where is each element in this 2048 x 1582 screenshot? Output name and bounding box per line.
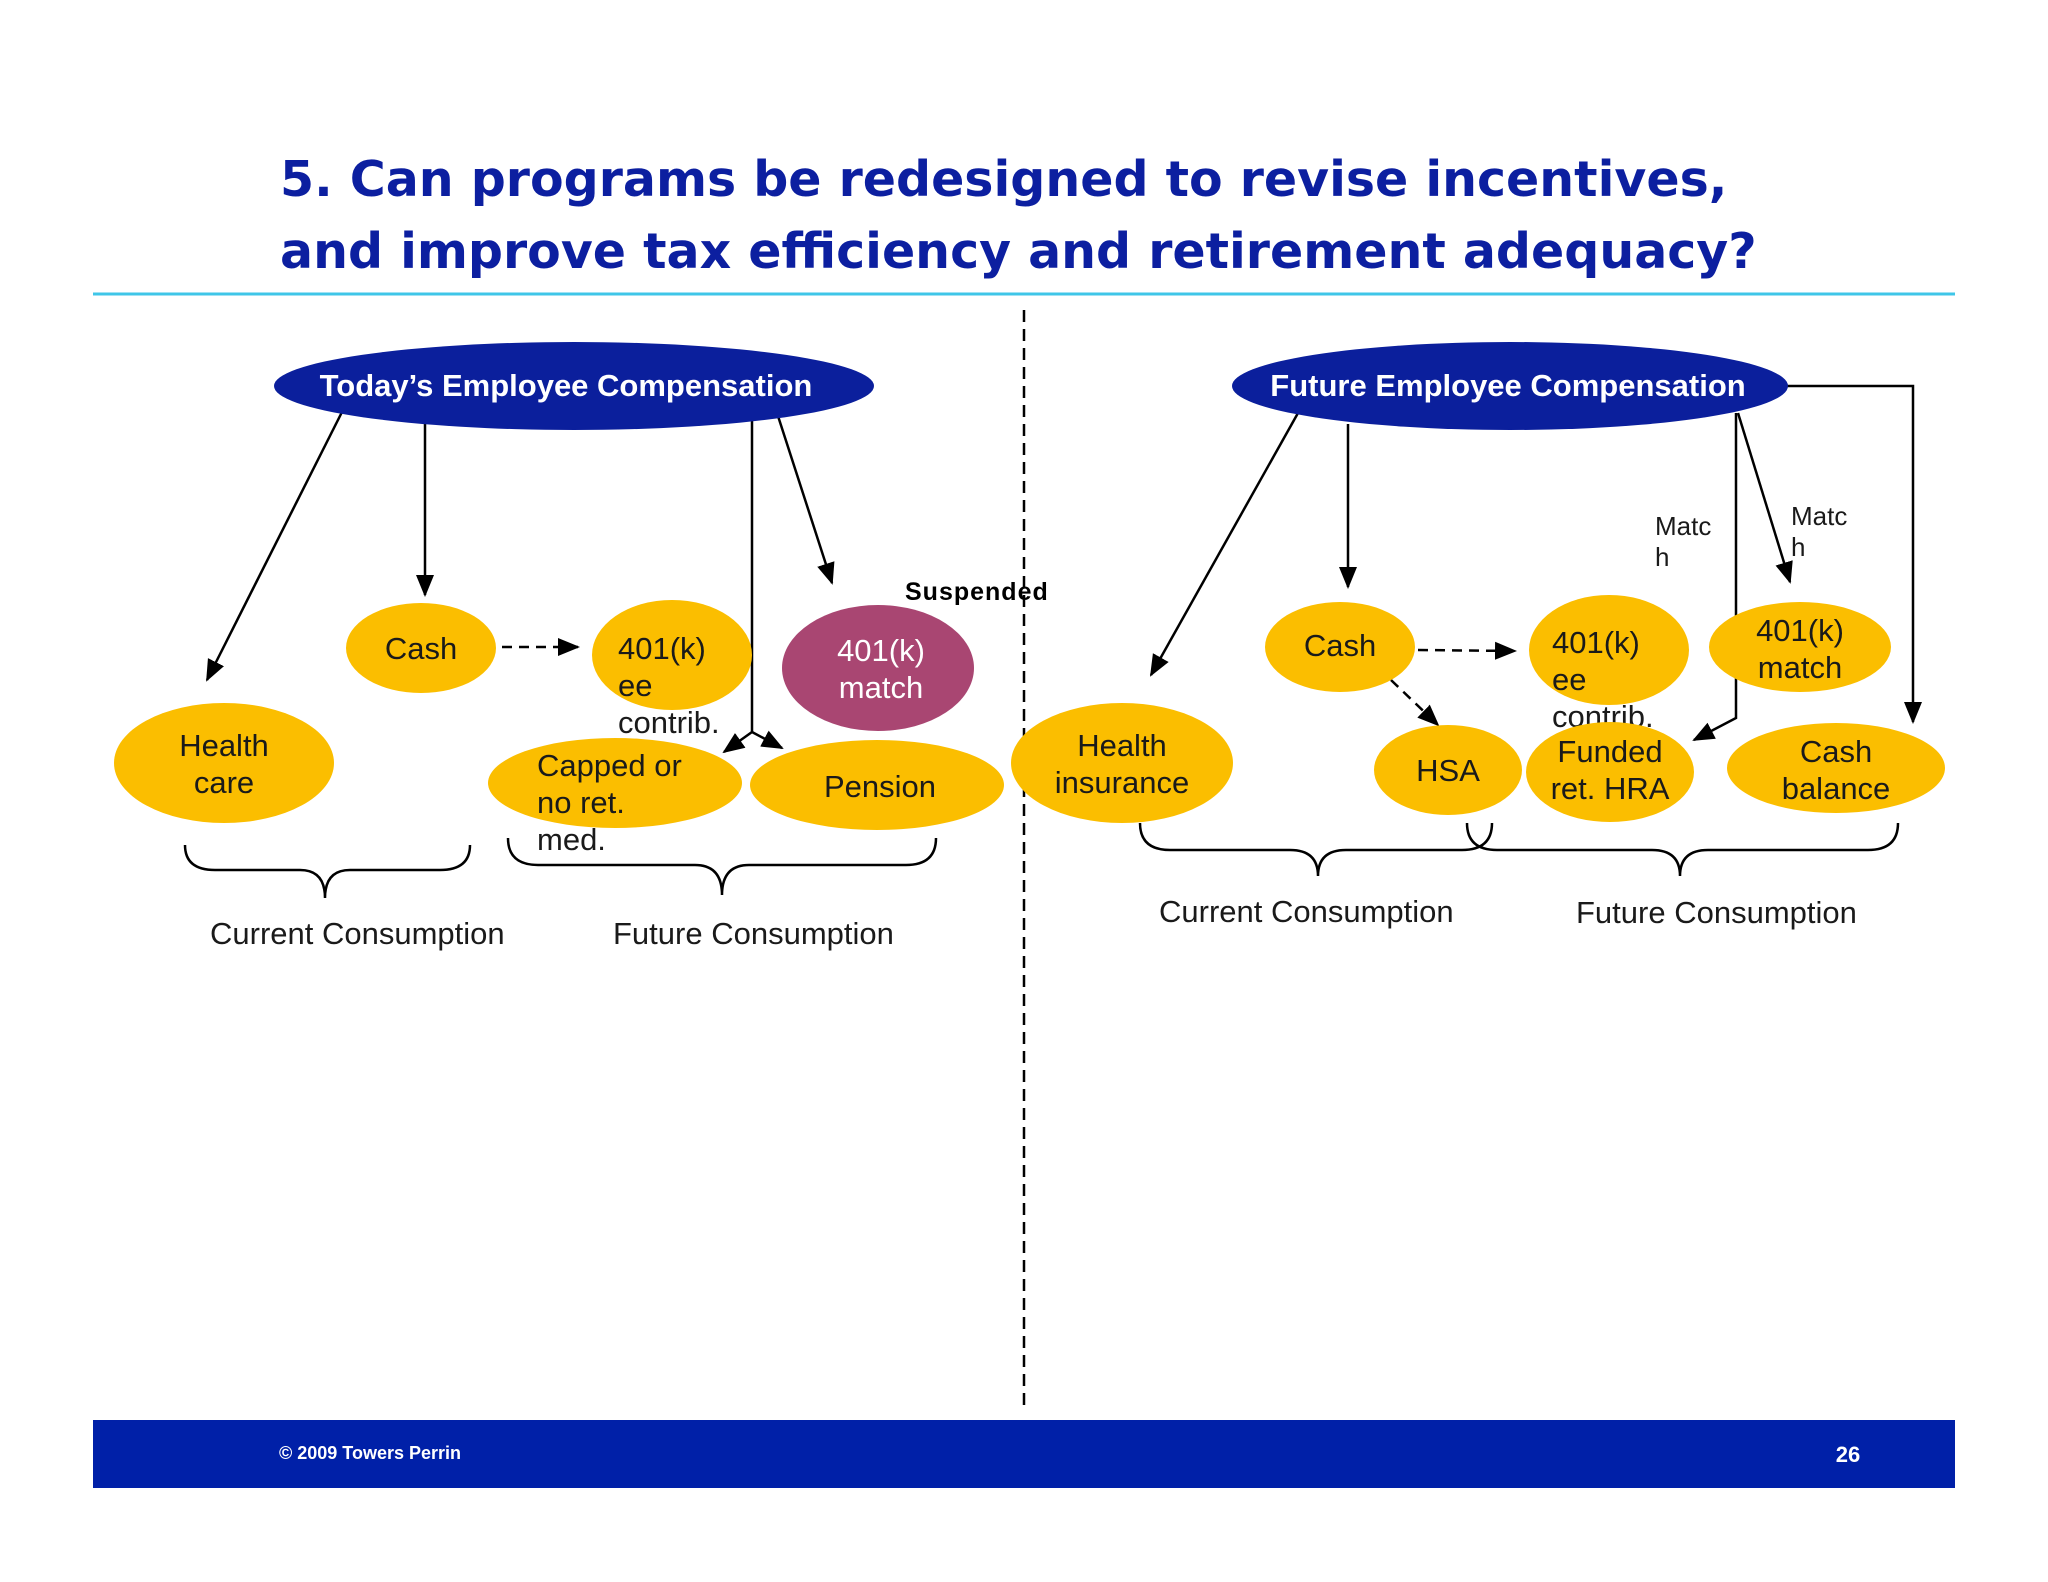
- arrow-to-pension: [751, 730, 784, 750]
- header-today-label: Today’s Employee Compensation: [320, 368, 813, 403]
- match-label-1-line-2: h: [1655, 542, 1669, 572]
- dashed-arrow-cash-to-hsa: [1390, 679, 1440, 727]
- arrow-to-401k-match-right: [1736, 412, 1793, 584]
- footer-copyright: © 2009 Towers Perrin: [279, 1443, 461, 1463]
- node-401k-ee-label-2: ee: [618, 668, 652, 703]
- header-future-label: Future Employee Compensation: [1270, 368, 1745, 403]
- node-capped-ret-med: [488, 738, 742, 828]
- node-cash-balance-label-1: Cash: [1800, 734, 1872, 769]
- node-401k-ee-label-3: contrib.: [618, 705, 720, 740]
- node-401k-ee-label-1: 401(k): [618, 631, 706, 666]
- node-cash-right-label: Cash: [1304, 628, 1376, 663]
- future-consumption-right: Future Consumption: [1576, 895, 1857, 930]
- right-diagram: Future Employee Compensation Matc h Matc…: [1011, 342, 1945, 930]
- arrow-to-capped: [722, 420, 754, 754]
- node-cash: [346, 603, 496, 693]
- arrow-to-health-care: [205, 409, 345, 682]
- node-health-care-label-2: care: [194, 765, 254, 800]
- node-funded-hra-label-1: Funded: [1557, 734, 1662, 769]
- node-401k-ee-right: [1529, 595, 1689, 705]
- node-capped-label-3: med.: [537, 822, 606, 857]
- header-oval-future: [1232, 342, 1788, 430]
- dashed-arrow-cash-to-401k-right: [1417, 641, 1517, 660]
- node-cash-label: Cash: [385, 631, 457, 666]
- footer-bar: [93, 1420, 1955, 1488]
- match-label-2-line-2: h: [1791, 532, 1805, 562]
- node-401k-ee-right-label-2: ee: [1552, 662, 1586, 697]
- node-capped-label-2: no ret.: [537, 785, 625, 820]
- node-health-insurance: [1011, 703, 1233, 823]
- current-consumption-right: Current Consumption: [1159, 894, 1454, 929]
- node-hsa-label: HSA: [1416, 753, 1480, 788]
- node-funded-hra-label-2: ret. HRA: [1551, 771, 1670, 806]
- page-title-line-2: and improve tax efficiency and retiremen…: [280, 223, 1757, 280]
- node-health-care-label-1: Health: [179, 728, 269, 763]
- arrow-to-funded-hra: [1692, 413, 1738, 742]
- arrow-to-health-insurance: [1149, 412, 1300, 677]
- brace-future-left: [506, 837, 938, 896]
- match-label-1-line-1: Matc: [1655, 511, 1711, 541]
- node-health-insurance-label-1: Health: [1077, 728, 1167, 763]
- node-pension-label: Pension: [824, 769, 936, 804]
- node-health-care: [114, 703, 334, 823]
- node-health-insurance-label-2: insurance: [1055, 765, 1189, 800]
- node-hsa: [1374, 725, 1522, 815]
- node-401k-ee-right-label-1: 401(k): [1552, 625, 1640, 660]
- page-title-line-1: 5. Can programs be redesigned to revise …: [280, 151, 1727, 208]
- node-401k-match-right-label-1: 401(k): [1756, 613, 1844, 648]
- node-401k-ee: [592, 600, 752, 710]
- brace-future-right: [1465, 822, 1900, 877]
- node-pension: [750, 740, 1004, 830]
- node-401k-match-right-label-2: match: [1758, 650, 1842, 685]
- arrow-to-401k-match: [776, 415, 835, 585]
- node-cash-balance: [1727, 723, 1945, 813]
- node-401k-match-suspended: [782, 605, 974, 731]
- node-401k-match-label-1: 401(k): [837, 633, 925, 668]
- brace-current-right: [1138, 822, 1494, 877]
- future-consumption-left: Future Consumption: [613, 916, 894, 951]
- left-diagram: Today’s Employee Compensation Cash 401(k…: [114, 342, 1049, 951]
- node-401k-match-right: [1709, 602, 1891, 692]
- node-cash-balance-label-2: balance: [1782, 771, 1891, 806]
- node-capped-label-1: Capped or: [537, 748, 682, 783]
- suspended-label: Suspended: [905, 578, 1049, 606]
- node-funded-ret-hra: [1526, 722, 1694, 822]
- brace-current-left: [183, 844, 472, 899]
- arrow-to-cash-balance: [1786, 384, 1922, 724]
- header-oval-today: [274, 342, 874, 430]
- match-label-2-line-1: Matc: [1791, 501, 1847, 531]
- node-401k-match-label-2: match: [839, 670, 923, 705]
- node-cash-right: [1265, 602, 1415, 692]
- page-number: 26: [1836, 1442, 1860, 1467]
- current-consumption-left: Current Consumption: [210, 916, 505, 951]
